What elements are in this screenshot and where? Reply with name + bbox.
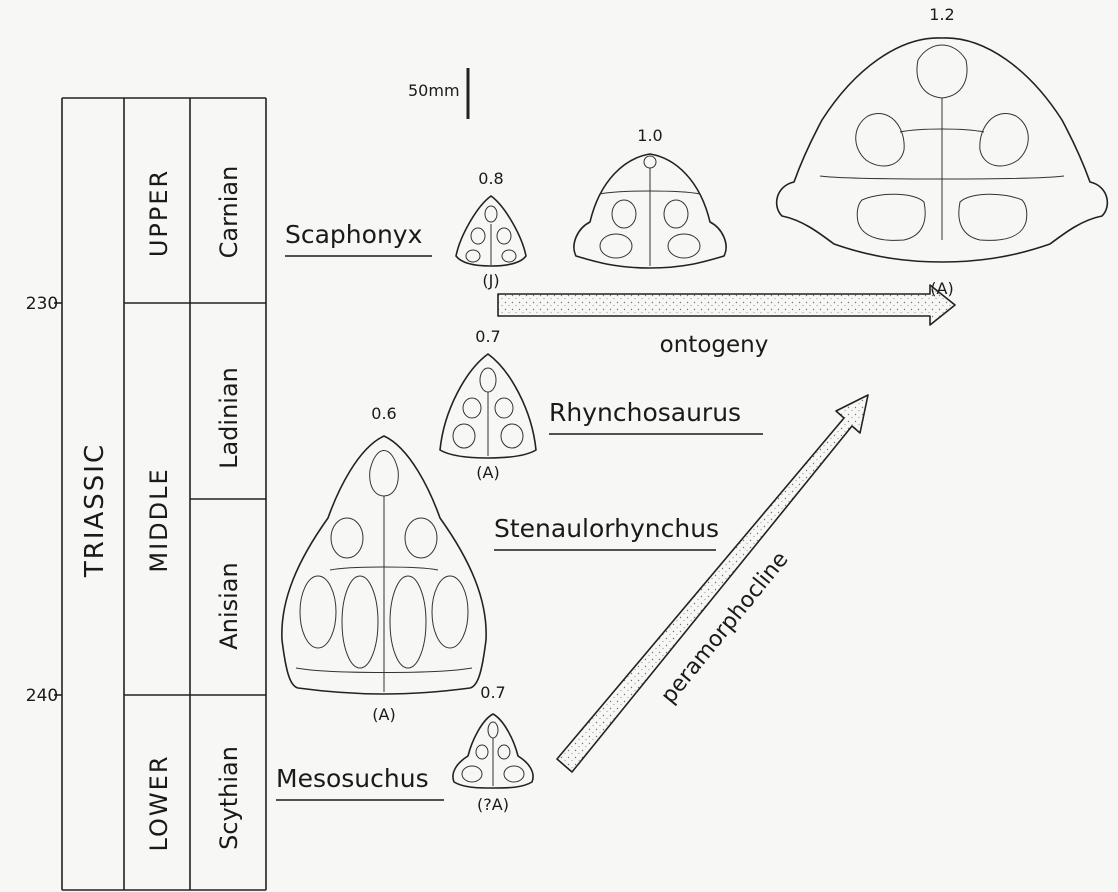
- taxon-name-stenaulorhynchus: Stenaulorhynchus: [494, 514, 719, 543]
- specimen-value: 1.2: [929, 5, 954, 24]
- taxon-name-scaphonyx: Scaphonyx: [285, 220, 422, 249]
- taxon-rhynchosaurus: Rhynchosaurus: [549, 398, 763, 434]
- stage-carnian-label: Carnian: [215, 166, 243, 259]
- taxon-mesosuchus: Mesosuchus: [276, 764, 444, 800]
- skull-rhynchosaurus: 0.7 (A): [440, 327, 536, 482]
- taxon-name-mesosuchus: Mesosuchus: [276, 764, 429, 793]
- specimen-stage: (A): [476, 463, 499, 482]
- specimen-stage: (J): [482, 271, 499, 290]
- scale-bar-label: 50mm: [408, 81, 460, 100]
- epoch-lower-label: LOWER: [145, 755, 173, 852]
- ontogeny-arrow: ontogeny: [498, 285, 955, 358]
- skull-stenaulorhynchus: 0.6 (A): [282, 404, 486, 724]
- tick-label-230: 230: [26, 294, 58, 314]
- stage-scythian-label: Scythian: [215, 746, 243, 850]
- specimen-value: 0.6: [371, 404, 396, 423]
- time-axis: 230 240: [26, 98, 62, 890]
- specimen-stage: (?A): [477, 795, 509, 814]
- taxon-scaphonyx: Scaphonyx: [285, 220, 432, 256]
- ontogeny-label: ontogeny: [660, 332, 769, 358]
- specimen-value: 0.7: [475, 327, 500, 346]
- skull-scaphonyx-juvenile: 0.8 (J): [456, 169, 526, 290]
- peramorphocline-arrow: peramorphocline: [557, 395, 868, 772]
- skull-scaphonyx-adult: 1.2 (A): [777, 5, 1108, 298]
- scale-bar: 50mm: [408, 68, 468, 119]
- specimen-value: 0.7: [480, 683, 505, 702]
- stage-ladinian-label: Ladinian: [215, 367, 243, 469]
- epoch-upper-label: UPPER: [145, 169, 173, 257]
- skull-mesosuchus: 0.7 (?A): [453, 683, 533, 814]
- period-label: TRIASSIC: [80, 443, 110, 578]
- tick-label-240: 240: [26, 686, 58, 706]
- taxon-stenaulorhynchus: Stenaulorhynchus: [494, 514, 719, 550]
- epoch-middle-label: MIDDLE: [145, 467, 173, 572]
- specimen-stage: (A): [372, 705, 395, 724]
- specimen-value: 1.0: [637, 126, 662, 145]
- specimen-value: 0.8: [478, 169, 503, 188]
- taxon-name-rhynchosaurus: Rhynchosaurus: [549, 398, 741, 427]
- stage-anisian-label: Anisian: [215, 562, 243, 649]
- skull-scaphonyx-subadult: 1.0: [574, 126, 726, 268]
